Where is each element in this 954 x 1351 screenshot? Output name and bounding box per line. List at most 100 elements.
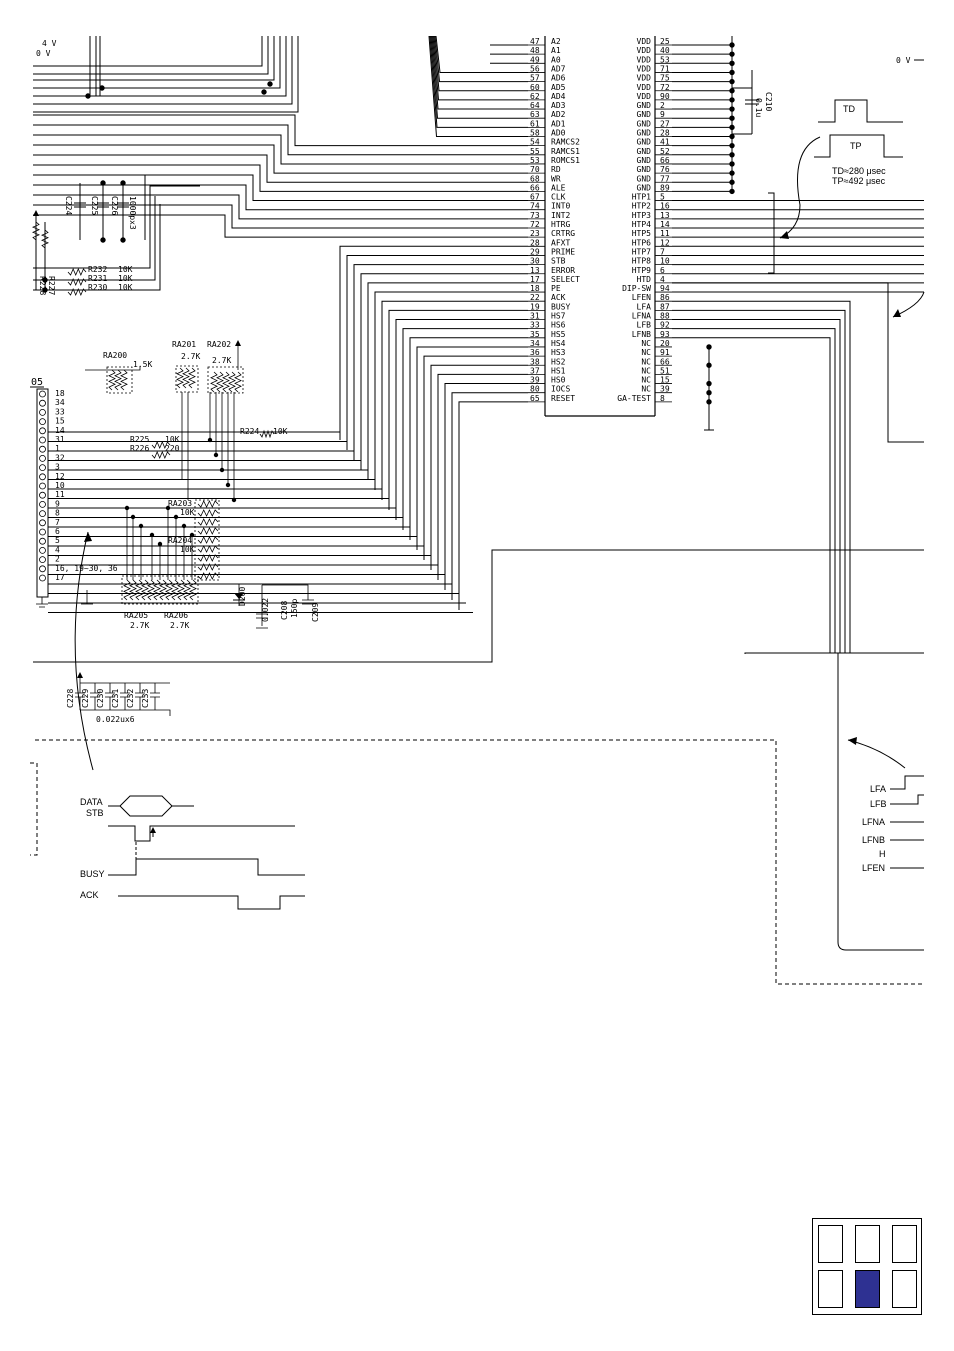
ic-left-pin-name: AD1 xyxy=(551,119,566,128)
junction-dot xyxy=(100,180,106,186)
r227-label: R227 xyxy=(47,276,56,295)
address-bus-wire xyxy=(33,36,293,105)
c208-capacitor xyxy=(256,585,268,629)
arrow-to-htp-bus xyxy=(779,136,821,239)
junction-dot xyxy=(729,179,735,185)
bypass-capacitor xyxy=(90,683,100,710)
r230-label: R230 xyxy=(88,283,107,292)
printer-port-wire xyxy=(416,346,528,550)
junction-dot xyxy=(261,89,267,95)
lf-control-wire xyxy=(672,328,836,653)
printer-port-wire xyxy=(409,337,528,540)
ic-left-pin-num: 39 xyxy=(530,376,540,385)
ic-right-pin-name: HTP6 xyxy=(632,238,651,247)
connector-pin xyxy=(39,473,46,481)
ra203-204-resistor xyxy=(197,518,219,526)
ic-left-pin-name: AD7 xyxy=(551,64,566,73)
map-cell-top-left xyxy=(818,1225,843,1263)
ic-left-pin-name: CRTRG xyxy=(551,229,575,238)
ic-right-pin-num: 86 xyxy=(660,293,670,302)
connector-pin xyxy=(39,482,46,490)
ic-right-pin-num: 6 xyxy=(660,266,665,275)
ic-left-pin-name: HS0 xyxy=(551,376,566,385)
map-cell-top-middle xyxy=(855,1225,880,1263)
connector-pin xyxy=(39,464,46,472)
ic-left-pin-name: HS5 xyxy=(551,330,566,339)
label-4v: 4 V xyxy=(42,39,57,48)
junction-dot xyxy=(729,133,735,140)
waveforms-right xyxy=(890,775,924,869)
waveform-frame-right xyxy=(744,652,924,951)
control-wire xyxy=(33,154,528,183)
connector-pin xyxy=(39,519,46,527)
connector-pin-number: 33 xyxy=(55,407,65,416)
ic-right-pin-name: VDD xyxy=(637,46,652,55)
ra203-204-resistor xyxy=(197,545,219,553)
ic-right-pin-num: 91 xyxy=(660,348,670,357)
c208-value: 0.022 xyxy=(261,598,270,622)
ic-left-pin-name: RD xyxy=(551,165,561,174)
connector-pin-number: 32 xyxy=(55,453,65,462)
junction-dot xyxy=(120,180,126,186)
label-tp: TP xyxy=(850,141,862,151)
junction-dot xyxy=(729,106,735,112)
ic-left-pin-num: 55 xyxy=(530,147,540,156)
connector-pin-number: 1 xyxy=(55,444,60,453)
cap-wires xyxy=(79,183,124,240)
connector-pin-number: 8 xyxy=(55,509,60,518)
ic-right-pin-num: 52 xyxy=(660,147,670,156)
printer-port-wire xyxy=(388,309,528,510)
ic-left-pin-num: 73 xyxy=(530,211,540,220)
bypass-capacitor xyxy=(135,683,145,710)
control-wire xyxy=(33,204,528,229)
ra203-label: RA203 xyxy=(168,499,192,508)
ra203-204-outline xyxy=(194,499,220,581)
address-bus-wire xyxy=(33,36,275,81)
junction-dot xyxy=(100,237,106,243)
ic-left-pin-num: 13 xyxy=(530,266,540,275)
junction-dot xyxy=(219,467,225,473)
printer-port-wire xyxy=(360,273,528,470)
connector-pin-number: 3 xyxy=(55,463,60,472)
ra200-label: RA200 xyxy=(103,351,127,360)
control-wire xyxy=(33,144,528,174)
connector-pin-number: 18 xyxy=(55,389,65,398)
ic-right-pin-num: 92 xyxy=(660,321,670,330)
ic-right-pin-name: VDD xyxy=(637,37,652,46)
junction-dot xyxy=(267,81,273,87)
ra205-206-resistor xyxy=(123,579,131,601)
ra200-resistor xyxy=(114,369,122,391)
ic-left-pin-name: HS3 xyxy=(551,348,566,357)
ic-right-pin-name: VDD xyxy=(637,64,652,73)
ra201-resistor xyxy=(176,367,184,389)
printer-port-wire xyxy=(437,373,528,580)
c226-label: C226 xyxy=(110,196,119,215)
ic-left-pin-name: STB xyxy=(551,257,566,266)
supply-arrow xyxy=(235,340,241,346)
ic-left-pin-num: 31 xyxy=(530,312,540,321)
ic-left-pin-num: 63 xyxy=(530,110,540,119)
ic-right-pin-name: HTP2 xyxy=(632,202,651,211)
connector-pin-number: 5 xyxy=(55,536,60,545)
ic-right-pin-name: VDD xyxy=(637,92,652,101)
connector-pin-number: 15 xyxy=(55,417,65,426)
ic-left-pin-num: 48 xyxy=(530,46,540,55)
connector-pin xyxy=(39,408,46,416)
bypass-capacitor xyxy=(120,683,130,710)
ic-left-pin-num: 19 xyxy=(530,302,540,311)
ic-left-pin-num: 35 xyxy=(530,330,540,339)
printer-port-wire xyxy=(395,319,528,520)
printer-port-wire xyxy=(402,328,528,530)
bus-return-wire xyxy=(33,549,924,663)
label-td: TD xyxy=(843,104,855,114)
ra200-resistor xyxy=(108,369,116,391)
bypass-capacitor xyxy=(105,683,115,710)
ic-right-pin-name: NC xyxy=(641,376,651,385)
ic-left-pin-name: RAMCS1 xyxy=(551,147,580,156)
address-bus-wire xyxy=(33,36,299,113)
junction-dot xyxy=(138,523,144,529)
connector-pin xyxy=(39,537,46,545)
ra205-206-resistor xyxy=(153,579,161,601)
printer-port-wire xyxy=(451,392,528,600)
ic-right-pin-name: NC xyxy=(641,357,651,366)
